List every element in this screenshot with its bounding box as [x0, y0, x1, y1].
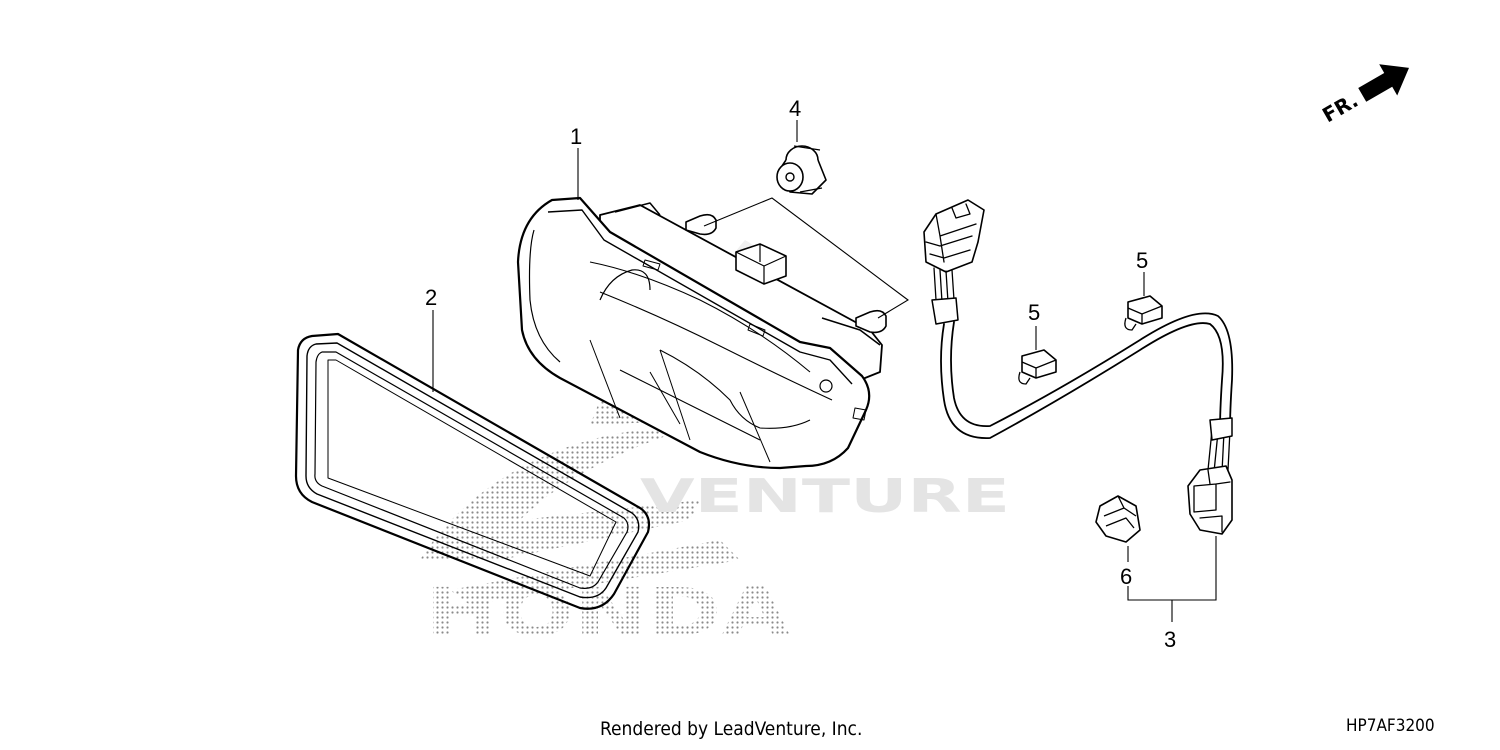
diagram-code: HP7AF3200 [1346, 716, 1435, 736]
callout-2: 2 [425, 285, 437, 310]
front-direction-indicator: FR. [1318, 64, 1409, 127]
part-2-lens-frame [294, 332, 651, 610]
part-4-grommet [776, 145, 827, 195]
leader-lines [432, 120, 1217, 622]
part-5-clip-b [1124, 295, 1163, 331]
callout-5-left: 5 [1028, 300, 1040, 325]
part-6-clip [1095, 495, 1141, 543]
callouts: 1 2 3 4 5 5 6 [425, 96, 1176, 652]
footer-credit: Rendered by LeadVenture, Inc. [600, 718, 863, 740]
callout-5-right: 5 [1136, 248, 1148, 273]
part-1-taillight-assembly [516, 196, 887, 470]
watermark-venture: VENTURE [640, 469, 1010, 523]
watermark-brand: HONDA [425, 574, 790, 651]
part-3-wire-harness [923, 199, 1234, 535]
front-label: FR. [1318, 88, 1362, 127]
part-5-clip-a [1018, 349, 1057, 385]
callout-1: 1 [570, 124, 582, 149]
callout-3: 3 [1164, 627, 1176, 652]
arrow-right-icon [1358, 64, 1409, 102]
callout-6: 6 [1120, 564, 1132, 589]
callout-4: 4 [789, 96, 801, 121]
